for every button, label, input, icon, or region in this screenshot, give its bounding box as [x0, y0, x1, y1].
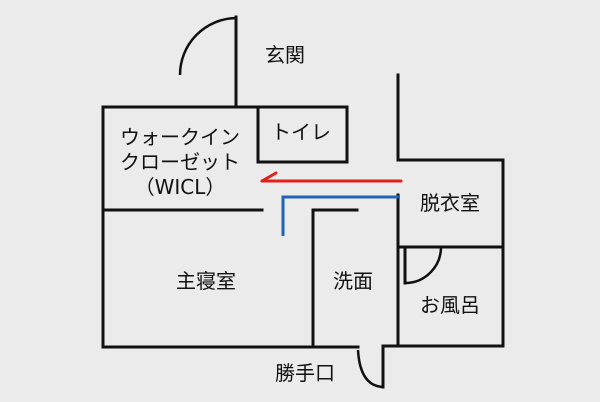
master-bedroom-label: 主寝室 [176, 269, 236, 293]
entrance-label: 玄関 [265, 43, 305, 67]
walk-in-closet-label-line1: ウォークイン [120, 125, 240, 149]
back-door-label: 勝手口 [275, 361, 335, 385]
bath-label: お風呂 [420, 293, 480, 317]
washroom-label: 洗面 [333, 269, 373, 293]
walk-in-closet-label-line3: （WICL） [135, 175, 226, 199]
red-route-arrowhead [260, 171, 278, 183]
dressing-room-label: 脱衣室 [420, 191, 480, 215]
walk-in-closet-label-line2: クローゼット [120, 150, 240, 174]
back-door-swing [356, 349, 384, 389]
bath-door-swing [404, 246, 443, 285]
entrance-door-swing [178, 16, 237, 76]
blue-route-line [281, 195, 400, 236]
toilet-label: トイレ [271, 120, 331, 144]
